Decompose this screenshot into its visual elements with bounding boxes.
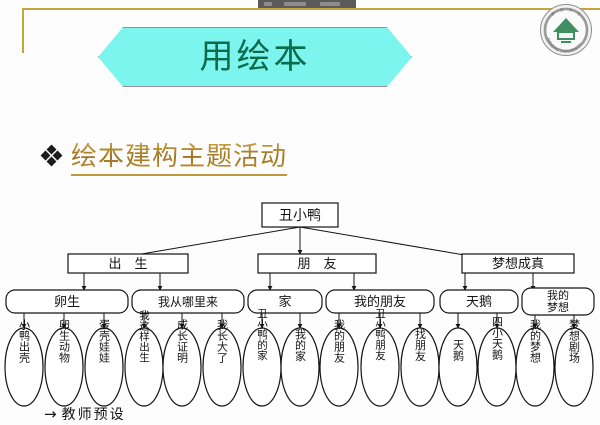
arrow-right-icon: → [44, 404, 57, 423]
svg-text:学: 学 [577, 11, 581, 16]
diagram-node-branch-1: 朋 友 [257, 253, 377, 274]
leaf-node [162, 327, 202, 407]
node-label: 丑小鸭 [279, 208, 321, 224]
leaf-label: 梦想剧场 [568, 319, 581, 364]
diagram-node-sub-1-1: 我的朋友 [325, 289, 435, 314]
subtitle-row: 绘本建构主题活动 [40, 136, 288, 176]
node-label: 我从哪里来 [158, 295, 218, 309]
leaf-node [515, 327, 555, 407]
theme-web-diagram: 丑小鸭 出 生 朋 友 梦想成真 卵生 我从哪里来 [0, 195, 600, 425]
diagram-node-sub-0-1: 我从哪里来 [131, 289, 245, 314]
leaf-label: 我长大了 [216, 319, 229, 363]
leaf-label: 我这样出生 [138, 310, 150, 363]
node-label: 出 生 [108, 257, 147, 272]
leaf-node [360, 327, 400, 407]
leaf-label: 四小天鹅 [491, 316, 504, 361]
svg-text:大: 大 [569, 7, 573, 12]
leaf-node [438, 327, 478, 407]
node-label-line1: 我的 [547, 288, 569, 302]
node-label: 朋 友 [297, 256, 336, 272]
leaf-node [4, 327, 44, 407]
svg-text:京: 京 [560, 7, 564, 12]
leaf-label: 蛋壳娃娃 [98, 319, 111, 364]
leaf-label: 我的梦想 [529, 319, 542, 363]
toolbar-item-2[interactable] [284, 2, 306, 6]
node-label: 梦想成真 [492, 256, 544, 272]
leaf-label: 成长证明 [176, 319, 189, 364]
leaf-label: 卵生动物 [58, 319, 71, 363]
diagram-leaf-group: 小鸭出壳 卵生动物 蛋壳娃娃 我这样出生 成长证明 我长大了 丑小鸭的家 我的家 [4, 308, 594, 407]
node-label: 天鹅 [466, 294, 492, 310]
leaf-node [280, 327, 320, 407]
diagram-node-sub-2-0: 天鹅 [439, 289, 519, 314]
leaf-label: 我的朋友 [333, 319, 346, 363]
node-label: 我的朋友 [354, 294, 406, 310]
diagram-node-sub-0-0: 卵生 [5, 289, 129, 314]
node-label: 家 [278, 294, 291, 310]
leaf-label: 天鹅 [452, 339, 465, 362]
subtitle-heading: 绘本建构主题活动 [71, 136, 288, 176]
diagram-node-sub-1-0: 家 [247, 289, 323, 314]
leaf-label: 丑小鸭朋友 [374, 308, 386, 361]
toolbar-item-3[interactable] [320, 2, 340, 6]
leaf-label: 我的家 [294, 328, 307, 361]
title-banner: 用绘本 [98, 27, 412, 87]
leaf-node [84, 327, 124, 407]
legend-label: 教师预设 [61, 407, 126, 423]
toolbar-item-1[interactable] [264, 2, 272, 6]
svg-text:南: 南 [551, 11, 555, 16]
leaf-node [44, 327, 84, 407]
node-label-line2: 梦想 [547, 300, 569, 314]
leaf-node [319, 327, 359, 407]
diagram-node-branch-0: 出 生 [67, 253, 189, 274]
leaf-label: 找朋友 [414, 327, 427, 361]
leaf-node [202, 327, 242, 407]
diamond-cluster-icon [40, 144, 63, 167]
node-label: 卵生 [54, 295, 80, 310]
diagram-node-root: 丑小鸭 [261, 202, 339, 228]
leaf-label: 丑小鸭的家 [256, 308, 268, 361]
gold-corner-rule [22, 8, 542, 53]
diagram-node-sub-2-1: 我的 梦想 [521, 287, 595, 316]
diagram-legend: → 教师预设 [44, 404, 126, 424]
diagram-node-branch-2: 梦想成真 [461, 253, 575, 274]
page-title: 用绘本 [199, 37, 311, 77]
university-seal-icon: 南京 大学 NANJING UNIVERSITY [538, 2, 594, 58]
leaf-node [554, 327, 594, 407]
leaf-label: 小鸭出壳 [18, 319, 31, 363]
